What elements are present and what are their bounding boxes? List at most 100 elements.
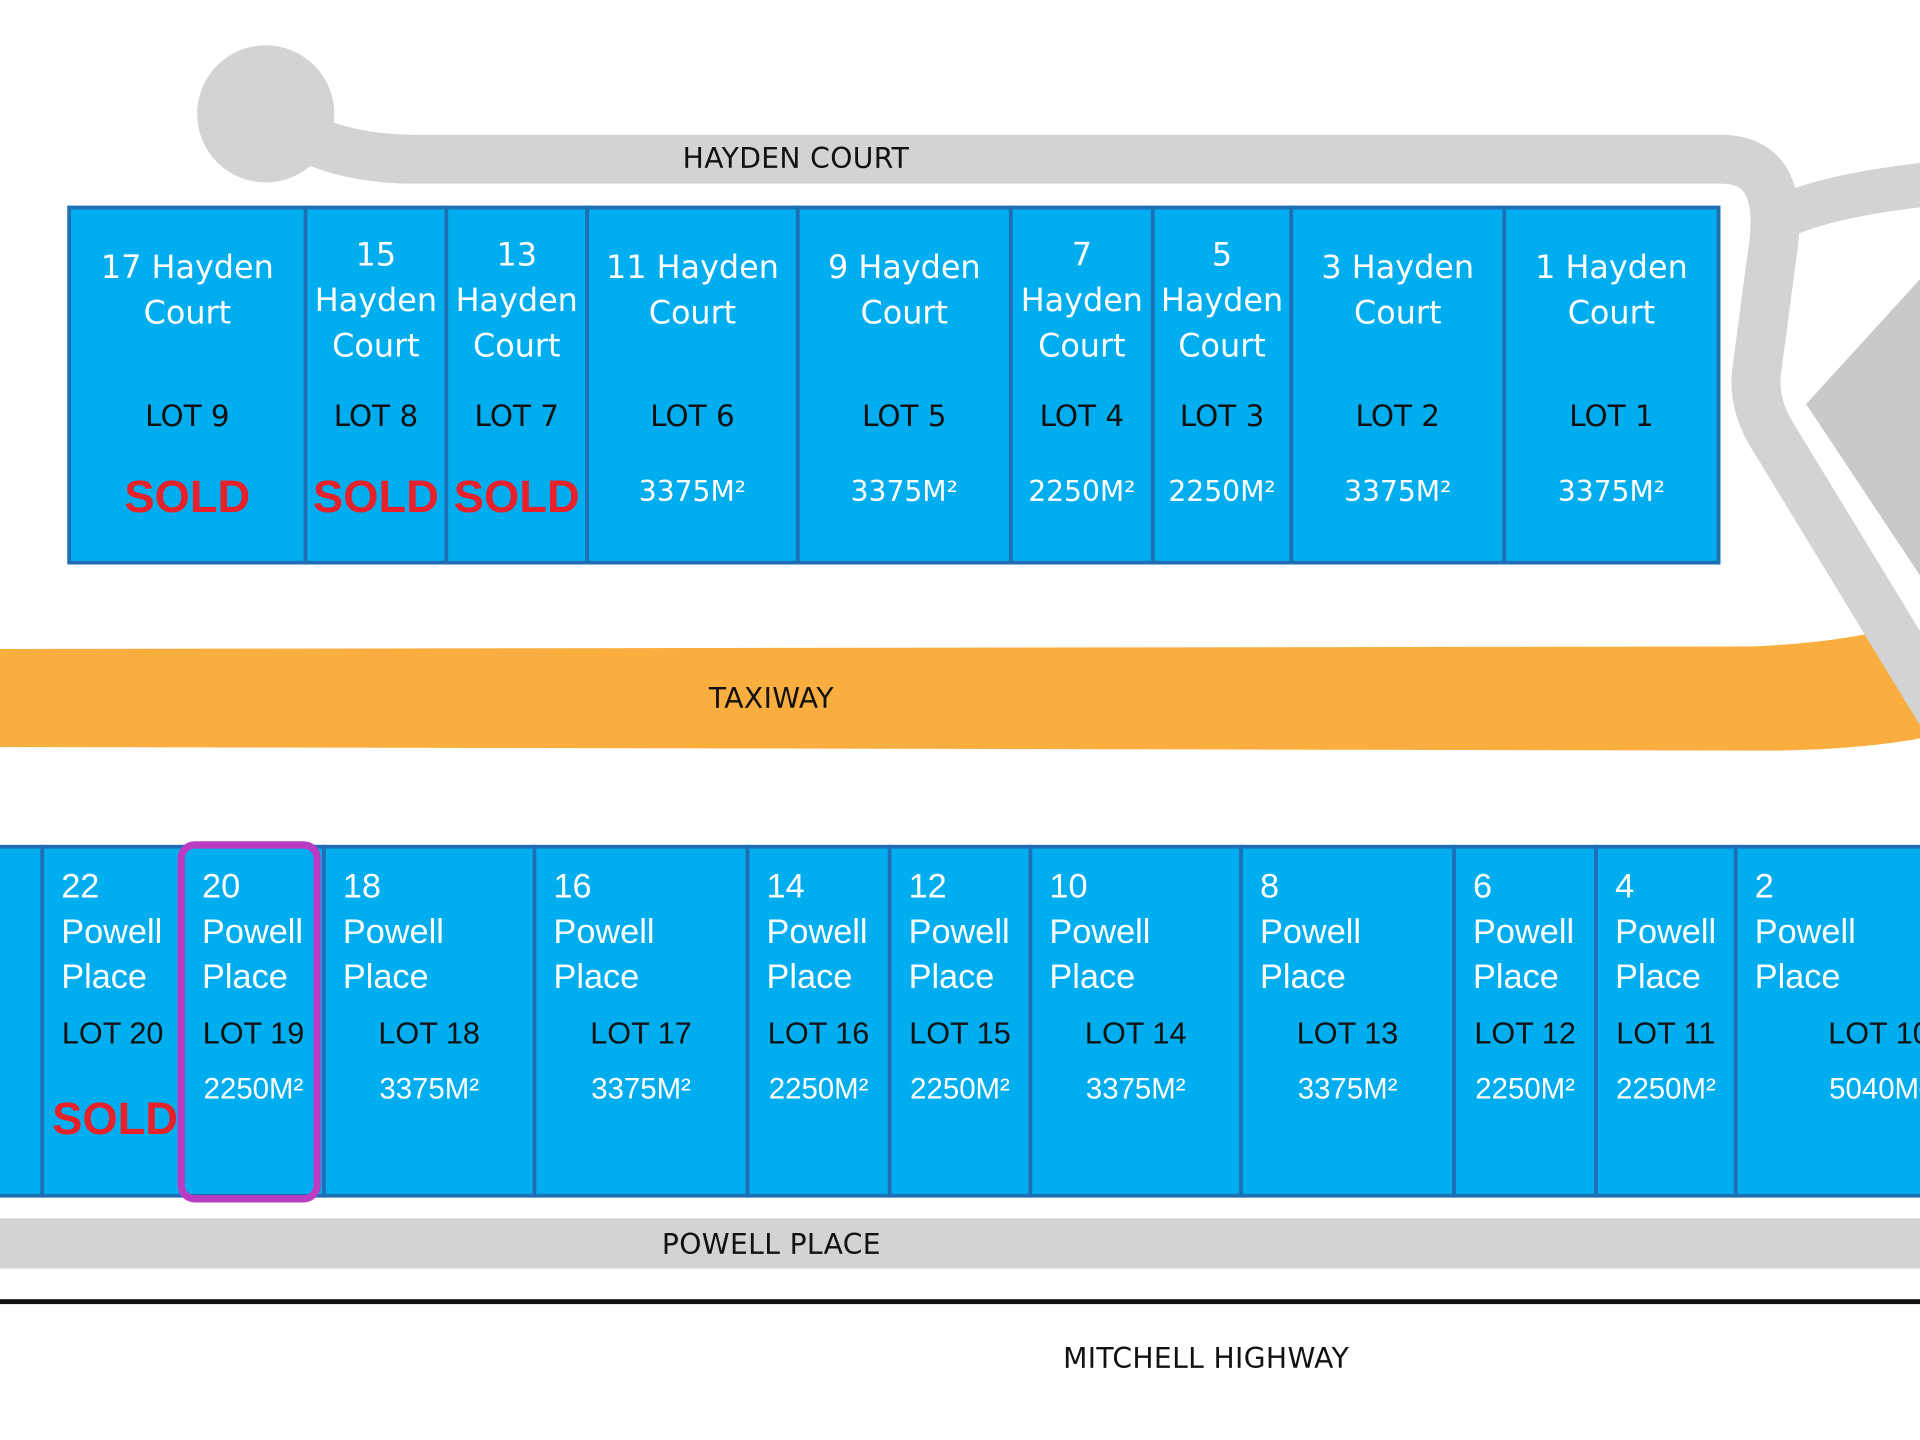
lot-number: LOT 17 [590,1016,692,1051]
lot-area: 2250M² [910,1072,1010,1106]
address-line: 6 [1473,866,1493,905]
address-line: Court [1178,328,1266,365]
highlighted-lot-outline [177,841,321,1203]
address-line: Place [908,957,995,996]
lot-area: 3375M² [1344,476,1452,509]
address-line: Place [553,957,640,996]
address-line: Powell [1260,912,1362,951]
address-line: Powell [553,912,655,951]
lot-number: LOT 3 [1179,399,1265,434]
lot-number: LOT 9 [145,399,230,434]
lot-number: LOT 5 [862,399,947,434]
lot-number: LOT 15 [909,1016,1011,1051]
address-line: 13 [496,237,537,275]
address-line: 12 [908,866,947,905]
lot-parcel[interactable] [0,844,45,1198]
lot-number: LOT 19 [202,1016,305,1051]
address-line: Court [648,295,737,332]
address-line: 3 Hayden [1321,249,1475,287]
lot-number: LOT 20 [61,1016,164,1051]
lot-area: 5040M² [1829,1072,1920,1106]
address-line: Court [143,295,232,332]
address-line: 17 Hayden [100,249,274,287]
address-line: Place [1615,957,1701,996]
address-line: 8 [1260,866,1280,905]
lot-area: 3375M² [1557,476,1666,509]
address-line: Court [472,328,561,365]
address-line: Powell [202,912,304,951]
address-line: Powell [342,912,444,951]
lot-area: 3375M² [638,476,747,509]
powell-place-label: POWELL PLACE [661,1229,881,1262]
taxiway-shape [0,628,1920,751]
address-line: Place [1049,957,1136,996]
lot-number: LOT 7 [474,399,559,434]
lot-number: LOT 16 [767,1016,870,1051]
lot-number: LOT 2 [1355,399,1440,434]
lot-area: 3375M² [1085,1072,1186,1106]
lot-area: 2250M² [1168,476,1276,509]
lot-number: LOT 12 [1474,1016,1576,1051]
lot-area: 3375M² [379,1072,480,1106]
lot-area: 2250M² [203,1072,304,1106]
address-line: 14 [766,866,805,905]
address-line: Court [1354,295,1442,332]
address-line: 15 [355,237,397,275]
lot-number: LOT 13 [1296,1016,1399,1051]
address-line: Court [1038,328,1126,365]
address-line: 9 Hayden [827,249,981,287]
address-line: Powell [61,912,163,951]
lot-area: 2250M² [768,1072,869,1106]
lot-number: LOT 10 [1828,1016,1920,1051]
address-line: Court [860,295,949,332]
sold-badge: SOLD [124,471,251,522]
lot-area: 3375M² [1297,1072,1398,1106]
lot-number: LOT 11 [1616,1016,1716,1051]
address-line: Powell [908,912,1010,951]
highway-line [0,1299,1920,1305]
address-line: Court [332,328,420,365]
hayden-court-label: HAYDEN COURT [682,143,910,176]
hayden-court-road [266,102,1920,726]
address-line: Hayden [455,282,578,320]
lot-number: LOT 14 [1084,1016,1187,1051]
powell-place-road [0,1218,1920,1269]
address-line: Place [61,957,147,996]
address-line: Powell [1049,912,1151,951]
address-line: Powell [1754,912,1856,951]
